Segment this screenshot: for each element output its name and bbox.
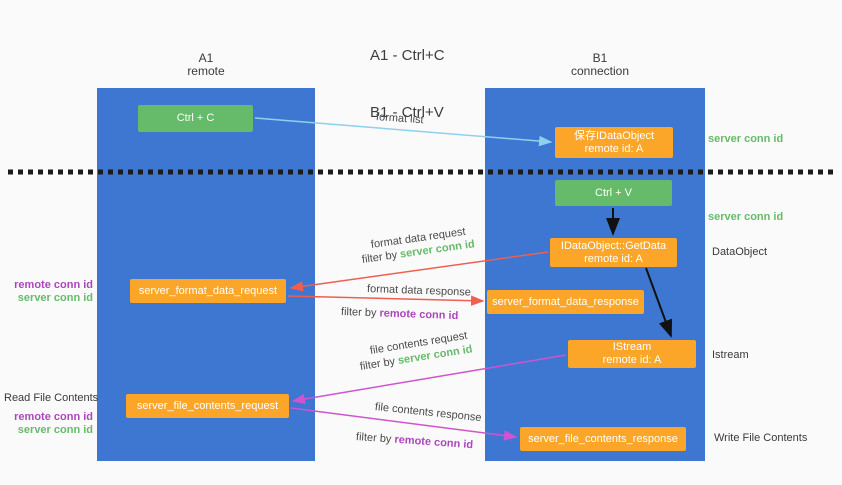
- filter-by-text: filter by: [340, 306, 380, 320]
- label-server-conn-id-mid: server conn id: [708, 211, 784, 223]
- label-remote-conn-id-left-1: remote conn id: [14, 279, 93, 291]
- lane-header-right: B1 connection: [545, 52, 655, 78]
- ctrl-v-label: Ctrl + V: [595, 186, 632, 199]
- istream-line2: remote id: A: [602, 354, 662, 366]
- box-ctrl-c: Ctrl + C: [138, 105, 253, 132]
- format-response-label: server_format_data_response: [492, 295, 639, 308]
- format-request-label: server_format_data_request: [138, 284, 278, 297]
- filter-by-text: filter by: [361, 248, 401, 266]
- box-save-dataobject: 保存IDataObject remote id: A: [555, 127, 673, 158]
- lane-right-subtitle: connection: [570, 64, 630, 78]
- file-response-label: server_file_contents_response: [528, 432, 678, 445]
- label-server-conn-id-top: server conn id: [708, 133, 784, 145]
- label-write-file-contents: Write File Contents: [714, 432, 808, 444]
- title-line-a1: A1 - Ctrl+C: [370, 47, 445, 64]
- box-server-format-data-response: server_format_data_response: [487, 290, 644, 314]
- label-filter-by-remote-conn-id-2: filter by remote conn id: [356, 431, 474, 451]
- remote-conn-id-text: remote conn id: [394, 433, 474, 452]
- getdata-line2: remote id: A: [584, 252, 643, 265]
- filter-by-text: filter by: [359, 355, 399, 373]
- label-remote-conn-id-left-2: remote conn id: [14, 411, 93, 423]
- lane-left-name: A1: [198, 51, 214, 65]
- label-server-conn-id-left-1: server conn id: [17, 292, 93, 304]
- label-read-file-contents: Read File Contents: [4, 392, 99, 404]
- label-server-conn-id-left-2: server conn id: [17, 424, 93, 436]
- label-filter-by-remote-conn-id-1: filter by remote conn id: [341, 306, 459, 322]
- lane-header-left: A1 remote: [151, 52, 261, 78]
- title-line-b1: B1 - Ctrl+V: [370, 104, 444, 121]
- getdata-line1: IDataObject::GetData: [560, 239, 667, 252]
- save-dataobject-line1: 保存IDataObject: [573, 129, 655, 142]
- lane-right-name: B1: [592, 51, 608, 65]
- box-server-format-data-request: server_format_data_request: [130, 279, 286, 303]
- filter-by-text: filter by: [355, 431, 395, 446]
- file-request-label: server_file_contents_request: [136, 399, 279, 412]
- label-dataobject: DataObject: [712, 246, 768, 258]
- box-ctrl-v: Ctrl + V: [555, 180, 672, 206]
- box-istream: IStream remote id: A: [568, 340, 696, 368]
- box-getdata: IDataObject::GetData remote id: A: [550, 238, 677, 267]
- remote-conn-id-text: remote conn id: [379, 307, 459, 323]
- conn-id-pair-bottom: remote conn id server conn id: [8, 411, 93, 437]
- ctrl-c-label: Ctrl + C: [176, 112, 215, 124]
- label-istream: Istream: [712, 349, 749, 361]
- save-dataobject-line2: remote id: A: [584, 142, 644, 155]
- diagram-title: A1 - Ctrl+C B1 - Ctrl+V: [370, 8, 445, 160]
- lane-left-subtitle: remote: [187, 64, 225, 78]
- label-format-data-response: format data response: [366, 283, 472, 299]
- box-server-file-contents-response: server_file_contents_response: [520, 427, 686, 451]
- label-file-contents-response: file contents response: [374, 401, 483, 425]
- istream-line1: IStream: [612, 341, 652, 353]
- box-server-file-contents-request: server_file_contents_request: [126, 394, 289, 418]
- conn-id-pair-top: remote conn id server conn id: [8, 279, 93, 305]
